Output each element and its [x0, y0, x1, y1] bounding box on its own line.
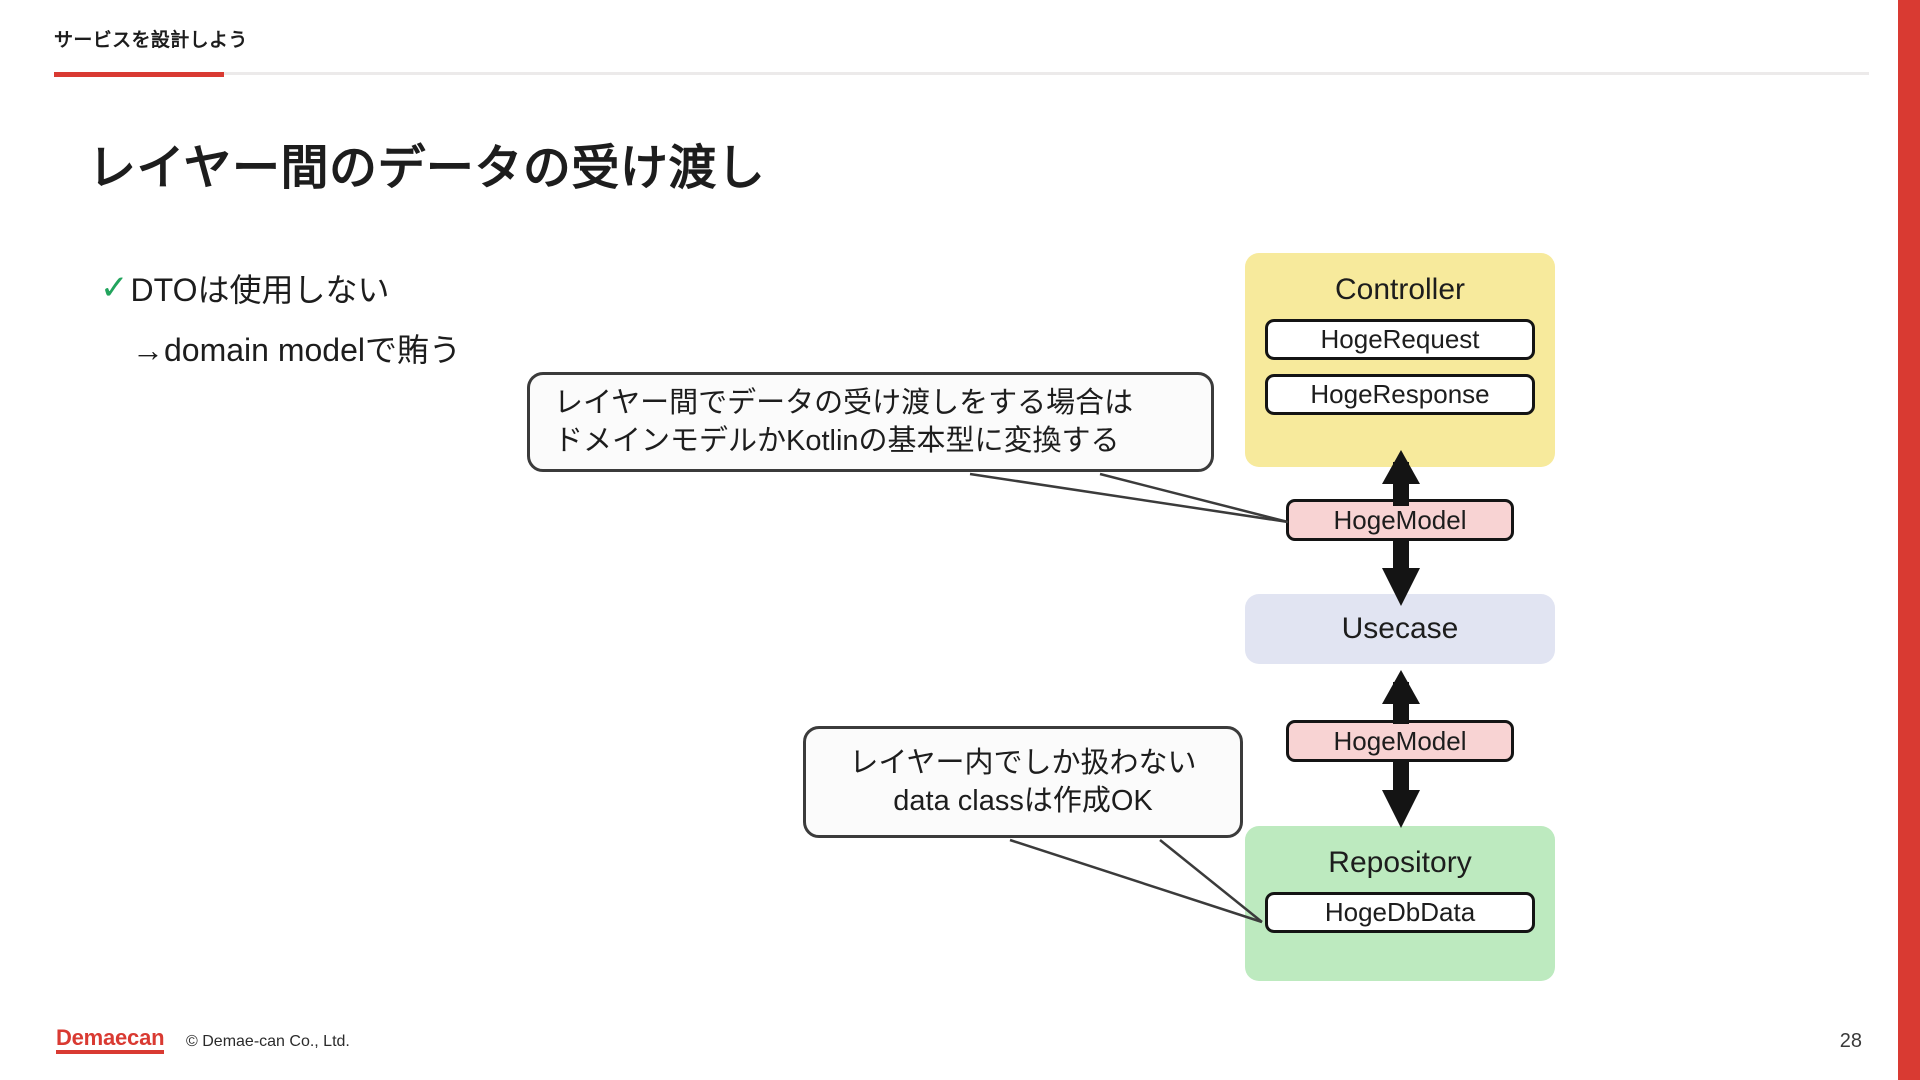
layer-repository: Repository HogeDbData [1245, 826, 1555, 981]
check-icon: ✓ [100, 269, 129, 307]
callout-cross-layer-line1: レイヤー間でデータの受け渡しをする場合は [554, 386, 1134, 419]
layer-controller: Controller HogeRequest HogeResponse [1245, 253, 1555, 467]
section-label: サービスを設計しよう [54, 30, 248, 51]
brand-logo: Demaecan [56, 1027, 165, 1054]
callout-cross-layer-line2: ドメインモデルかKotlinの基本型に変換する [554, 425, 1120, 457]
class-box-hogeresponse: HogeResponse [1265, 374, 1535, 415]
callout-intra-layer-line2: data classは作成OK [893, 785, 1153, 817]
callout-cross-layer-conversion: レイヤー間でデータの受け渡しをする場合は ドメインモデルかKotlinの基本型に… [527, 372, 1214, 472]
bullet-item-dto: ✓ DTOは使用しない [100, 265, 389, 311]
callout-intra-layer-dataclass: レイヤー内でしか扱わない data classは作成OK [803, 726, 1243, 838]
header-rule-accent [54, 72, 224, 77]
header-rule [54, 72, 1869, 75]
page-title: レイヤー間のデータの受け渡し [88, 142, 766, 195]
bullet-item-dto-label: DTOは使用しない [130, 272, 390, 308]
class-box-hogerequest: HogeRequest [1265, 319, 1535, 360]
model-chip-controller-usecase: HogeModel [1286, 499, 1514, 541]
page-number: 28 [1839, 1030, 1862, 1052]
layer-usecase: Usecase [1245, 594, 1555, 664]
bullet-item-domain-model: →domain modelで賄う [132, 332, 462, 368]
layer-usecase-title: Usecase [1341, 612, 1459, 645]
copyright-text: © Demae-can Co., Ltd. [186, 1033, 350, 1050]
class-box-hogedbdata: HogeDbData [1265, 892, 1535, 933]
right-edge-accent-bar [1898, 0, 1920, 1080]
callout-intra-layer-line1: レイヤー内でしか扱わない [849, 746, 1197, 779]
layer-repository-title: Repository [1328, 846, 1472, 879]
model-chip-usecase-repository: HogeModel [1286, 720, 1514, 762]
layer-controller-title: Controller [1334, 273, 1466, 306]
